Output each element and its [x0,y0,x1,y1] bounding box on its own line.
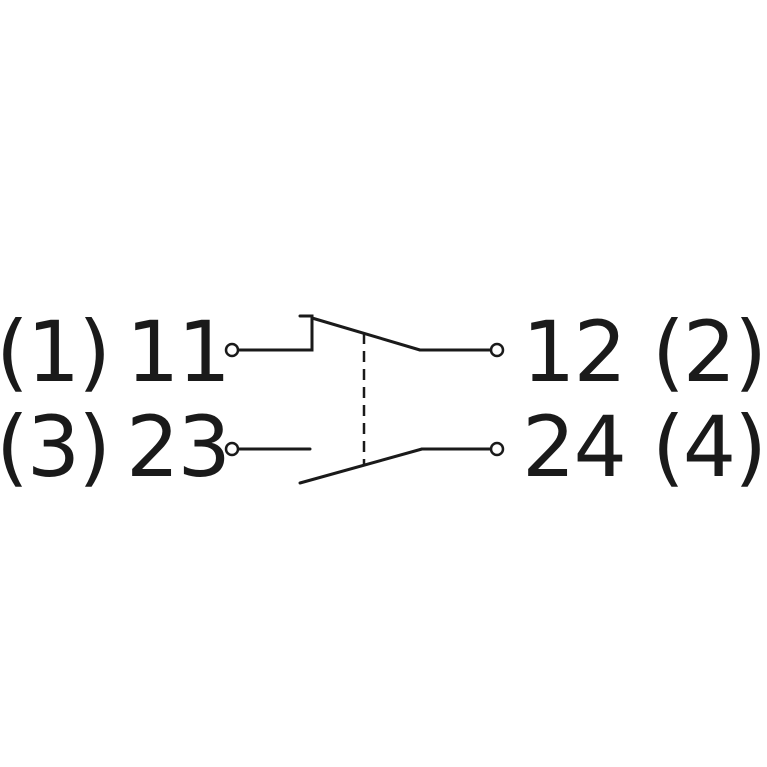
nc-contact-blade [310,316,422,352]
label-row2-left: 23 [126,398,229,496]
nc-contact-lead-left [236,314,314,352]
no-contact-blade [298,447,424,485]
label-row1-right-alt: (2) [652,303,765,401]
terminal-23 [224,441,240,457]
label-row2-right-alt: (4) [652,398,765,496]
label-row1-right: 12 [522,303,625,401]
terminal-12 [489,342,505,358]
label-row1-left: 11 [126,303,229,401]
label-row2-left-alt: (3) [0,398,109,496]
terminal-24 [489,441,505,457]
terminal-11 [224,342,240,358]
label-row2-right: 24 [522,398,625,496]
label-row1-left-alt: (1) [0,303,109,401]
